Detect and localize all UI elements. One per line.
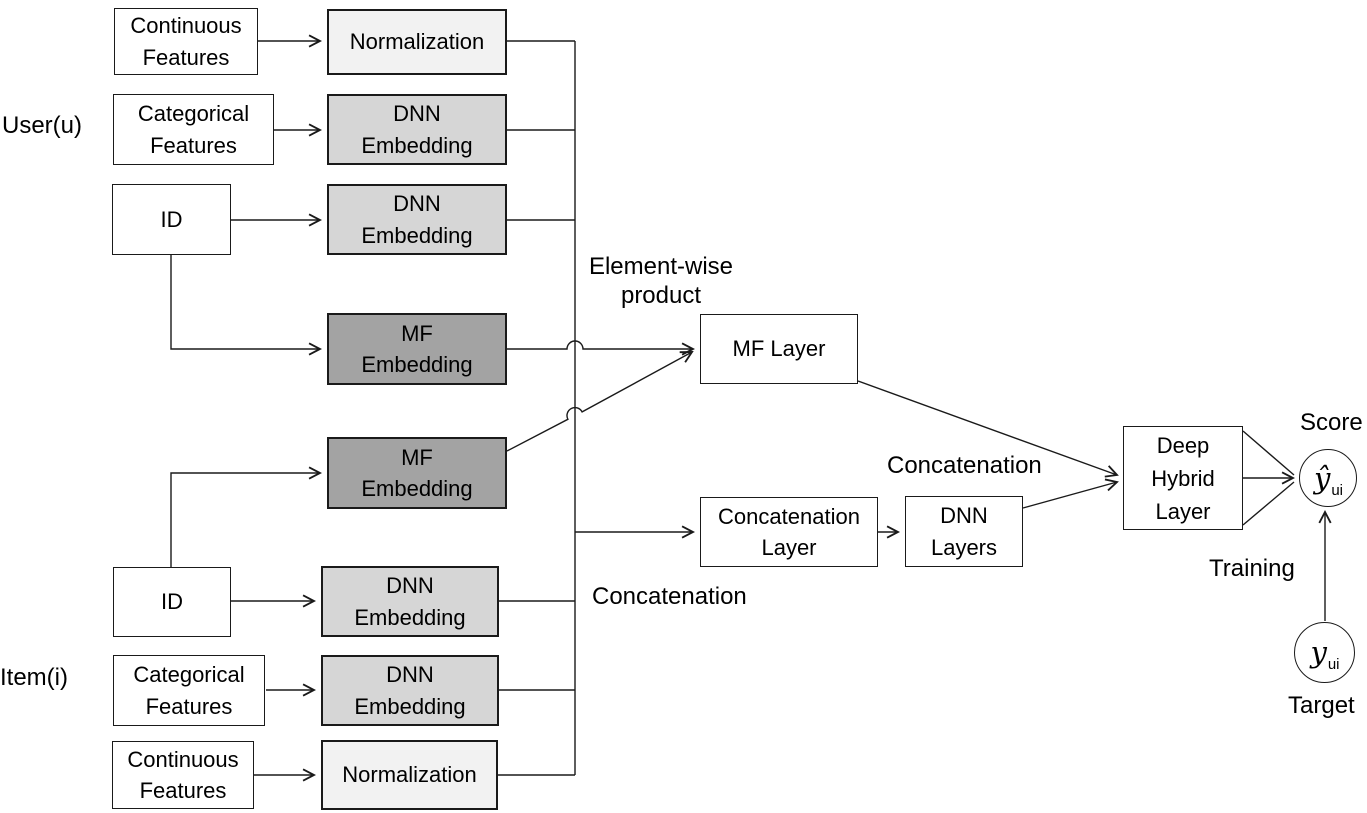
concatenation-label-mid: Concatenation <box>592 583 747 610</box>
target-symbol: yui <box>1310 635 1339 673</box>
box-label: Layers <box>930 534 998 560</box>
item-dnn-embedding-categorical-box: DNN Embedding <box>321 655 499 726</box>
box-label: Embedding <box>354 604 466 630</box>
box-label: DNN <box>940 503 988 529</box>
target-label: Target <box>1288 692 1355 719</box>
edge-item-id-to-mf-embedding <box>170 466 322 567</box>
item-id-box: ID <box>113 567 231 637</box>
user-dnn-embedding-id-box: DNN Embedding <box>327 184 507 255</box>
box-label: Features <box>145 693 233 719</box>
item-normalization-box: Normalization <box>321 740 498 810</box>
user-normalization-box: Normalization <box>327 9 507 75</box>
element-wise-line: product <box>620 281 702 309</box>
box-label: ID <box>160 206 183 232</box>
user-id-box: ID <box>112 184 231 255</box>
box-label: Continuous <box>130 13 242 39</box>
box-label: Embedding <box>361 222 473 248</box>
box-label: Layer <box>1155 498 1211 524</box>
element-wise-line: Element-wise <box>588 253 734 280</box>
target-subscript: ui <box>1327 656 1340 673</box>
box-label: ID <box>161 589 183 615</box>
box-label: Continuous <box>127 746 239 772</box>
edge-dnn-layers-to-deep-hybrid <box>1022 478 1119 509</box>
item-categorical-features-box: Categorical Features <box>113 655 265 726</box>
user-dnn-embedding-categorical-box: DNN Embedding <box>327 94 507 165</box>
user-mf-embedding-box: MF Embedding <box>327 313 507 385</box>
user-categorical-features-box: Categorical Features <box>113 94 274 165</box>
item-group-label: Item(i) <box>0 664 68 691</box>
edge-user-id-to-mf-embedding <box>170 255 322 356</box>
user-continuous-features-box: Continuous Features <box>114 8 258 75</box>
edge-deep-hybrid-bottom-to-score <box>1242 481 1295 526</box>
mf-layer-box: MF Layer <box>700 314 858 384</box>
box-label: Features <box>142 44 230 70</box>
score-label: Score <box>1300 409 1363 436</box>
box-label: Hybrid <box>1151 465 1215 491</box>
score-node: ŷui <box>1299 449 1357 507</box>
score-symbol: ŷui <box>1313 460 1343 498</box>
box-label: MF Layer <box>732 336 826 362</box>
score-symbol-glyph: ŷ <box>1313 460 1331 495</box>
dnn-layers-box: DNN Layers <box>905 496 1023 567</box>
box-label: Categorical <box>133 662 245 688</box>
box-label: Deep <box>1156 432 1210 458</box>
target-node: yui <box>1294 622 1355 683</box>
element-wise-product-label: Element-wise product <box>565 253 757 311</box>
edge-item-mf-to-mf-layer <box>506 351 694 452</box>
box-label: Normalization <box>349 29 485 55</box>
edge-mf-layer-to-deep-hybrid <box>857 380 1119 478</box>
box-label: MF <box>401 320 433 346</box>
concatenation-label-right: Concatenation <box>887 452 1042 479</box>
box-label: DNN <box>386 662 434 688</box>
score-subscript: ui <box>1331 481 1344 499</box>
item-continuous-features-box: Continuous Features <box>112 741 254 809</box>
box-label: Concatenation <box>718 503 860 529</box>
edge-user-mf-to-mf-layer <box>507 340 695 356</box>
training-label: Training <box>1209 555 1295 582</box>
item-mf-embedding-box: MF Embedding <box>327 437 507 509</box>
box-label: Features <box>150 132 237 158</box>
deep-hybrid-layer-box: Deep Hybrid Layer <box>1123 426 1243 530</box>
edge-deep-hybrid-top-to-score <box>1242 430 1295 476</box>
box-label: Normalization <box>342 762 477 788</box>
box-label: MF <box>401 444 433 470</box>
box-label: DNN <box>386 573 434 599</box>
box-label: Categorical <box>137 101 250 127</box>
box-label: Features <box>139 778 227 803</box>
box-label: Layer <box>761 535 817 560</box>
box-label: DNN <box>393 191 441 217</box>
item-dnn-embedding-id-box: DNN Embedding <box>321 566 499 637</box>
target-symbol-glyph: y <box>1310 635 1327 669</box>
box-label: Embedding <box>354 693 466 719</box>
user-group-label: User(u) <box>2 112 83 139</box>
concatenation-layer-box: Concatenation Layer <box>700 497 878 567</box>
box-label: DNN <box>393 101 441 127</box>
box-label: Embedding <box>361 132 473 158</box>
box-label: Embedding <box>361 352 473 377</box>
box-label: Embedding <box>361 476 473 501</box>
